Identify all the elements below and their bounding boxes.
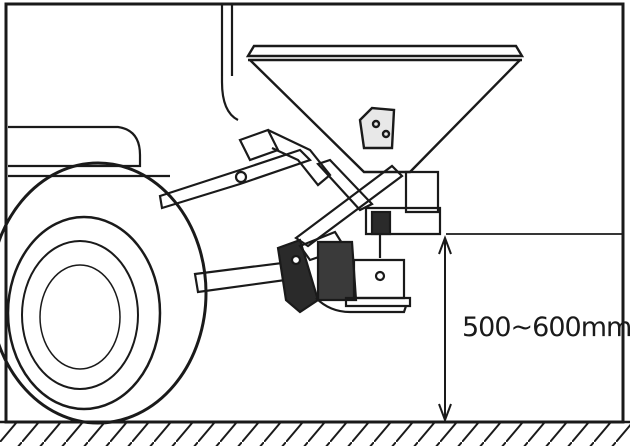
spreader-frame: [294, 158, 442, 258]
ground-hatch: [0, 422, 630, 446]
spinner-gearbox: [315, 240, 412, 314]
height-dimension-arrow: [438, 235, 452, 423]
three-point-hitch: [158, 128, 347, 314]
tractor-body: [8, 4, 239, 178]
tractor-wheel: [0, 161, 208, 425]
hopper: [245, 44, 525, 174]
frame-border: [4, 2, 625, 424]
height-label: 500~600mm: [462, 312, 630, 343]
